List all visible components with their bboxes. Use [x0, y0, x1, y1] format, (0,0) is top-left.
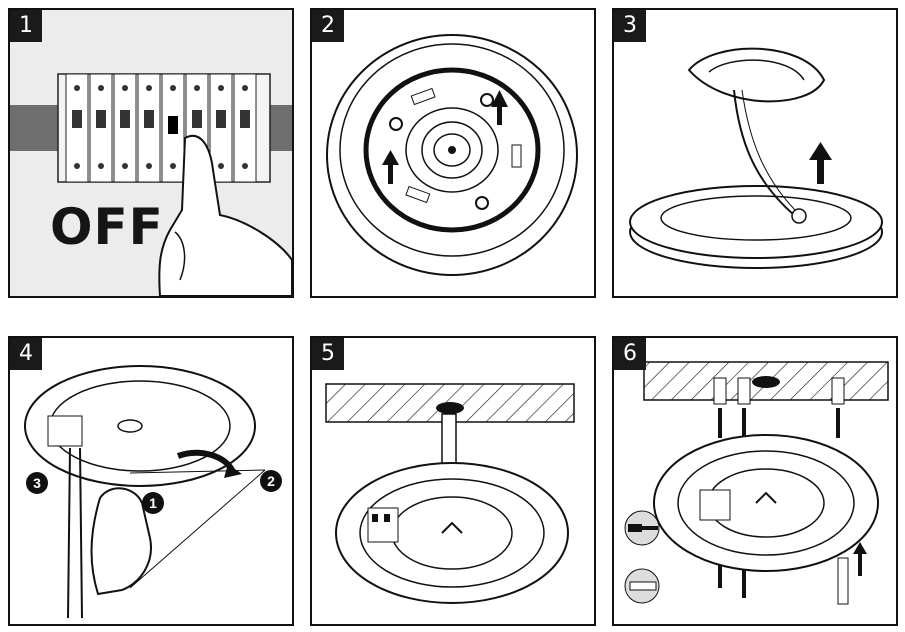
step-number-badge: 5 [312, 338, 344, 370]
callout-3: 3 [26, 472, 48, 494]
callout-2: 2 [260, 470, 282, 492]
step-3-panel: 3 [612, 8, 898, 298]
arrow-up-icon [491, 90, 508, 125]
screw-mounting-illustration [624, 361, 889, 605]
step-number-badge: 3 [614, 10, 646, 42]
step-2-panel: 2 [310, 8, 596, 298]
disconnect-wire-illustration [24, 365, 266, 619]
ceiling-wiring-illustration [325, 383, 575, 604]
hand-icon [158, 135, 292, 296]
wall-plug-icon [624, 568, 660, 604]
base-rotation-illustration [326, 34, 578, 276]
step-number-badge: 2 [312, 10, 344, 42]
step-4-panel: 4 1 2 3 [8, 336, 294, 626]
off-label: OFF [50, 198, 164, 256]
arrow-up-icon [382, 150, 399, 184]
step-1-panel: 1 OFF [8, 8, 294, 298]
step-number-badge: 4 [10, 338, 42, 370]
step-number-badge: 1 [10, 10, 42, 42]
lift-base-illustration [629, 47, 883, 269]
callout-1: 1 [142, 492, 164, 514]
step-6-panel: 6 [612, 336, 898, 626]
step-number-badge: 6 [614, 338, 646, 370]
arrow-up-icon [853, 542, 867, 576]
screwdriver-icon [624, 510, 849, 605]
arrow-up-icon [809, 142, 832, 184]
breaker-illustration [10, 73, 292, 296]
hand-icon [90, 487, 152, 596]
step-5-panel: 5 [310, 336, 596, 626]
